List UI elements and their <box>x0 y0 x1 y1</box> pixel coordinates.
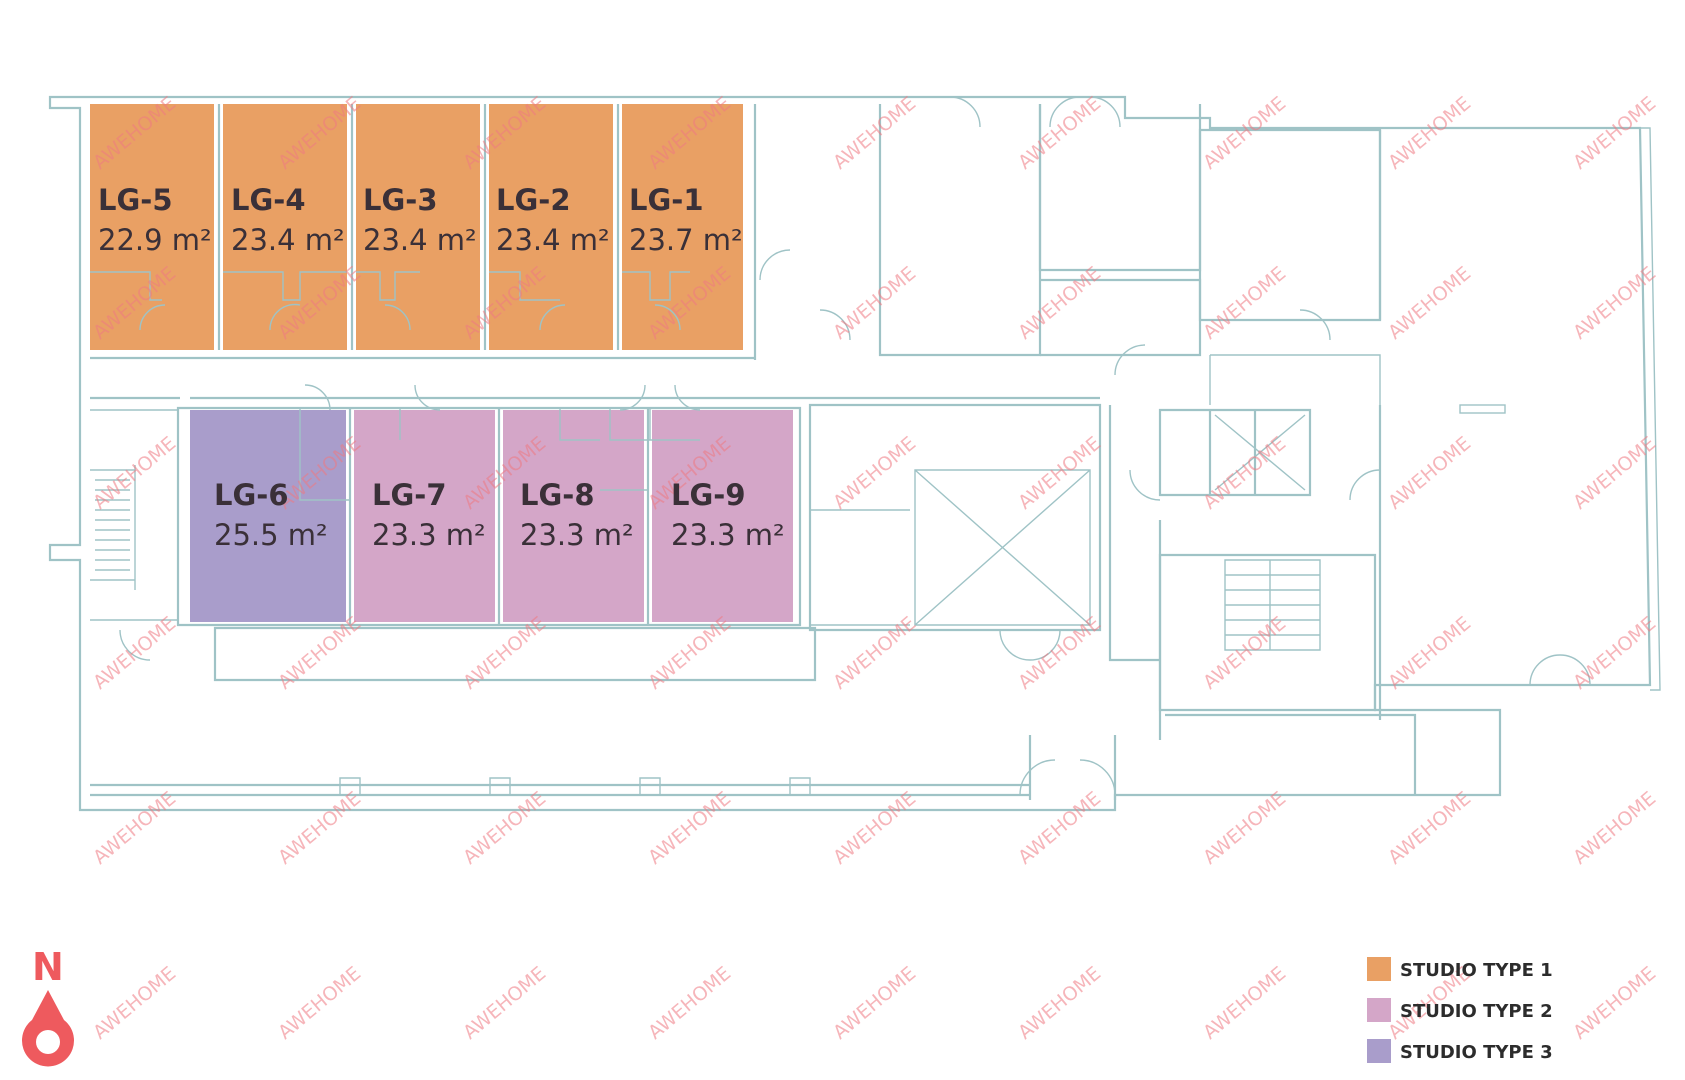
watermark: AWEHOME <box>1384 787 1475 868</box>
watermark: AWEHOME <box>1014 432 1105 513</box>
unit-id-lg-1: LG-1 <box>629 183 704 217</box>
legend-label-type1: STUDIO TYPE 1 <box>1400 960 1553 981</box>
watermark: AWEHOME <box>1199 962 1290 1043</box>
unit-area-lg-5: 22.9 m² <box>98 223 212 257</box>
watermark: AWEHOME <box>1569 92 1660 173</box>
unit-fill-lg-9 <box>652 410 793 622</box>
watermark: AWEHOME <box>89 612 180 693</box>
watermark: AWEHOME <box>644 787 735 868</box>
unit-area-lg-6: 25.5 m² <box>214 518 328 552</box>
unit-fill-lg-4 <box>223 104 347 350</box>
unit-id-lg-9: LG-9 <box>671 478 746 512</box>
unit-id-lg-3: LG-3 <box>363 183 438 217</box>
unit-fill-lg-7 <box>354 410 495 622</box>
unit-id-lg-8: LG-8 <box>520 478 595 512</box>
watermark: AWEHOME <box>459 962 550 1043</box>
unit-area-lg-8: 23.3 m² <box>520 518 634 552</box>
watermark: AWEHOME <box>1014 787 1105 868</box>
unit-fill-lg-8 <box>503 410 644 622</box>
watermark: AWEHOME <box>1199 787 1290 868</box>
watermark: AWEHOME <box>1569 262 1660 343</box>
watermark: AWEHOME <box>829 787 920 868</box>
watermark: AWEHOME <box>829 432 920 513</box>
watermark: AWEHOME <box>89 962 180 1043</box>
watermark: AWEHOME <box>1199 262 1290 343</box>
watermark: AWEHOME <box>1199 432 1290 513</box>
watermark: AWEHOME <box>644 962 735 1043</box>
unit-labels: LG-5 22.9 m² LG-4 23.4 m² LG-3 23.4 m² L… <box>98 183 785 552</box>
unit-area-lg-2: 23.4 m² <box>496 223 610 257</box>
unit-id-lg-6: LG-6 <box>214 478 289 512</box>
watermark: AWEHOME <box>274 962 365 1043</box>
unit-id-lg-2: LG-2 <box>496 183 571 217</box>
unit-fill-lg-6 <box>190 410 346 622</box>
watermark: AWEHOME <box>1569 962 1660 1043</box>
watermark: AWEHOME <box>1384 432 1475 513</box>
watermark: AWEHOME <box>1199 92 1290 173</box>
legend: STUDIO TYPE 1 STUDIO TYPE 2 STUDIO TYPE … <box>1367 957 1553 1063</box>
watermark: AWEHOME <box>829 962 920 1043</box>
unit-id-lg-5: LG-5 <box>98 183 173 217</box>
watermark: AWEHOME <box>1569 612 1660 693</box>
unit-area-lg-1: 23.7 m² <box>629 223 743 257</box>
legend-swatch-type3 <box>1367 1039 1391 1063</box>
legend-label-type3: STUDIO TYPE 3 <box>1400 1042 1553 1063</box>
doors <box>119 96 1591 796</box>
unit-fill-lg-1 <box>622 104 743 350</box>
unit-area-lg-7: 23.3 m² <box>372 518 486 552</box>
unit-id-lg-4: LG-4 <box>231 183 306 217</box>
watermark: AWEHOME <box>829 262 920 343</box>
north-label: N <box>32 945 64 989</box>
walls <box>48 95 1661 812</box>
watermark: AWEHOME <box>1384 262 1475 343</box>
watermark: AWEHOME <box>1384 612 1475 693</box>
watermark: AWEHOME <box>1199 612 1290 693</box>
watermark: AWEHOME <box>829 92 920 173</box>
watermark: AWEHOME <box>1569 787 1660 868</box>
unit-area-lg-3: 23.4 m² <box>363 223 477 257</box>
watermark: AWEHOME <box>459 787 550 868</box>
watermark: AWEHOME <box>89 787 180 868</box>
watermark: AWEHOME <box>274 787 365 868</box>
unit-area-lg-4: 23.4 m² <box>231 223 345 257</box>
watermark: AWEHOME <box>1014 962 1105 1043</box>
unit-area-lg-9: 23.3 m² <box>671 518 785 552</box>
watermark: AWEHOME <box>1014 262 1105 343</box>
unit-fills <box>90 104 793 622</box>
legend-swatch-type2 <box>1367 998 1391 1022</box>
legend-swatch-type1 <box>1367 957 1391 981</box>
unit-fill-lg-3 <box>356 104 480 350</box>
north-arrow-icon: N <box>22 945 75 1067</box>
watermark: AWEHOME <box>1384 92 1475 173</box>
unit-id-lg-7: LG-7 <box>372 478 447 512</box>
legend-label-type2: STUDIO TYPE 2 <box>1400 1001 1553 1022</box>
